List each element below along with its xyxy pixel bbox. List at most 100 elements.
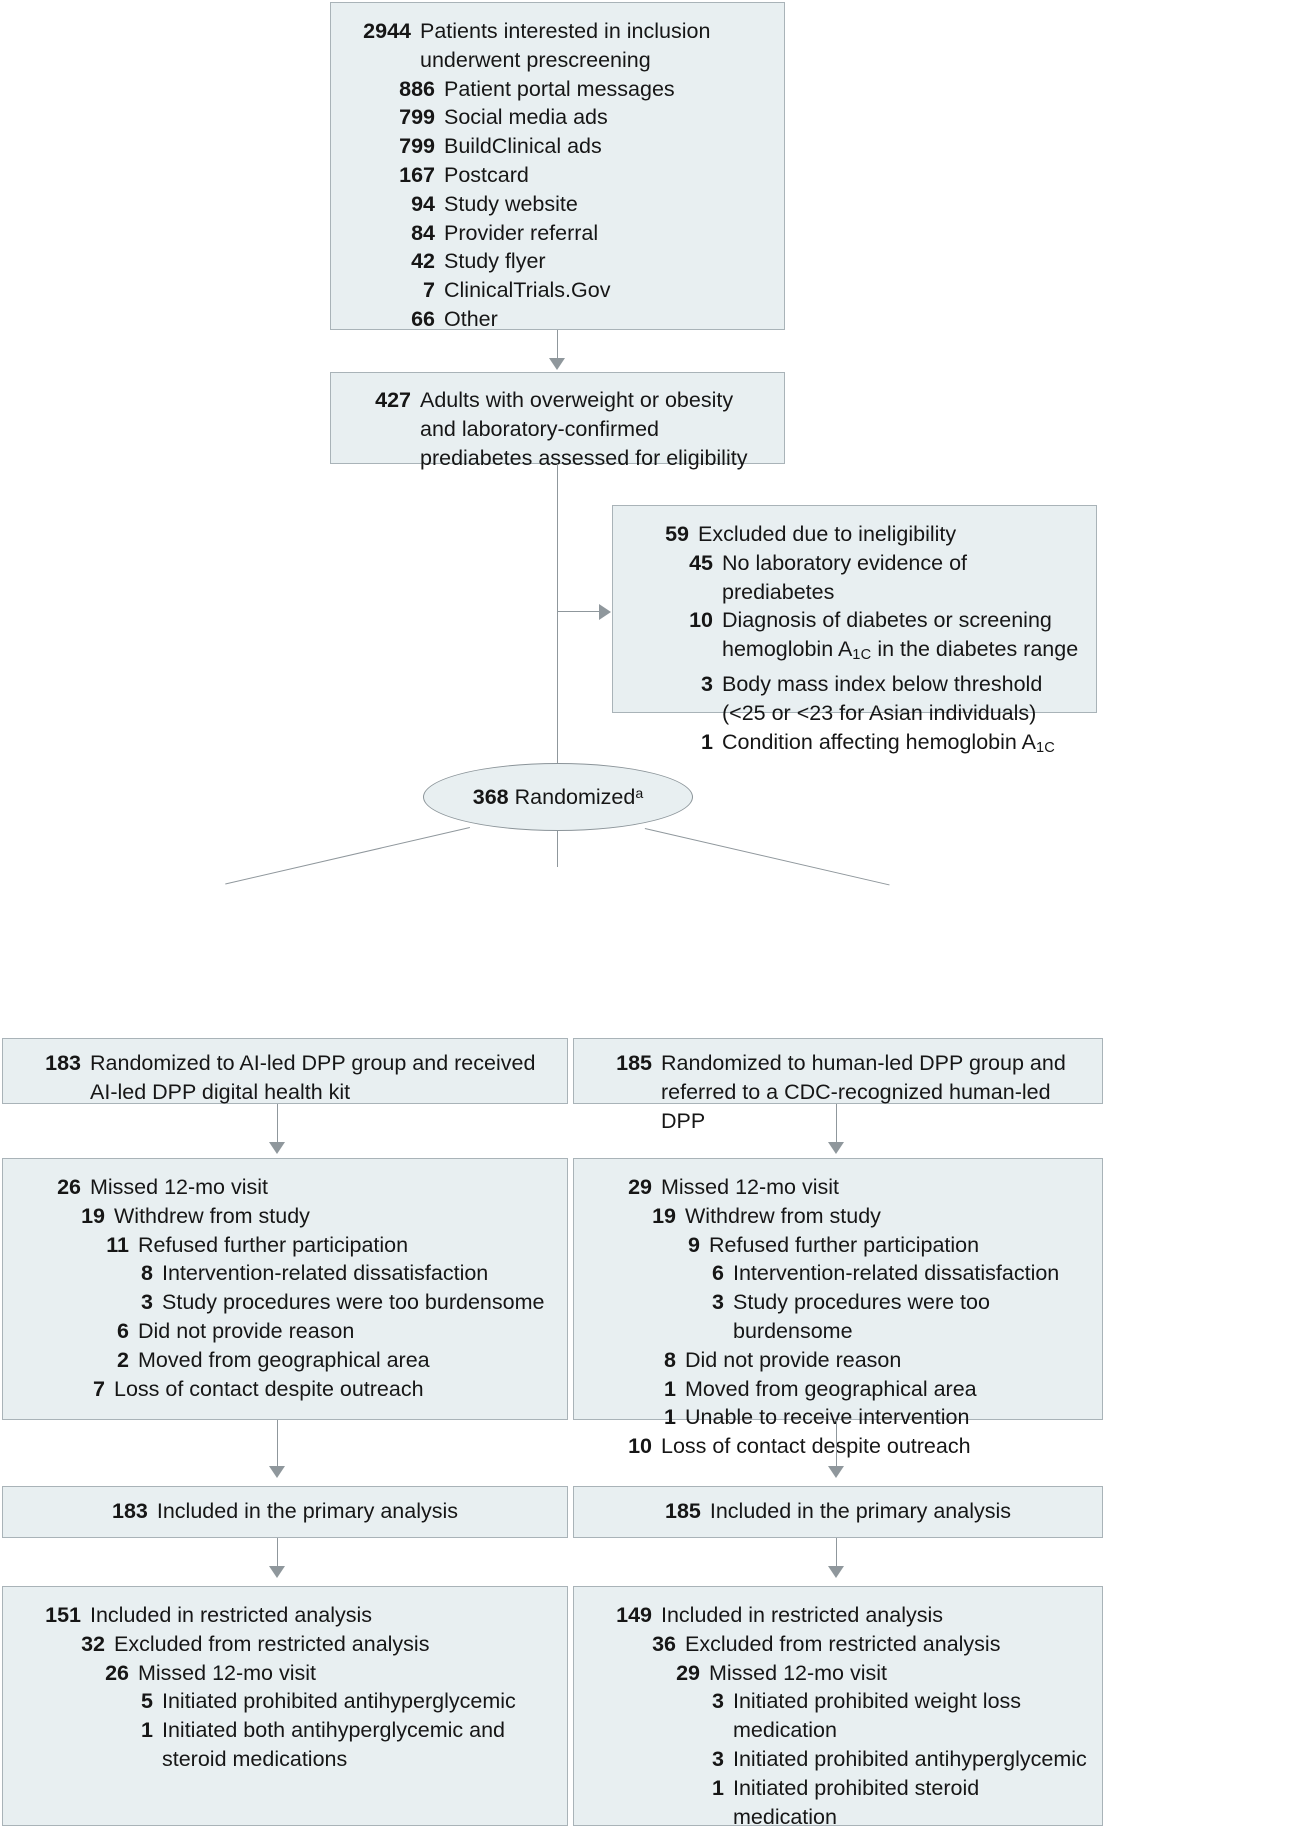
- restricted-count: 151: [45, 1603, 81, 1627]
- list-item: 6 Intervention-related dissatisfaction: [588, 1259, 1088, 1288]
- restricted-analysis-box-human-led: 149 Included in restricted analysis 36 E…: [573, 1586, 1103, 1829]
- prescreening-header-row: 2944 Patients interested in inclusion un…: [347, 17, 768, 75]
- list-item: 3 Body mass index below threshold (<25 o…: [625, 670, 1084, 728]
- followup-count: 19: [81, 1203, 105, 1228]
- list-item: 6 Did not provide reason: [17, 1317, 553, 1346]
- source-label: BuildClinical ads: [444, 134, 602, 159]
- list-item: 1 Unable to receive intervention: [588, 1403, 1088, 1432]
- excluded-reason-label: No laboratory evidence of prediabetes: [722, 550, 968, 604]
- restricted-text-line2: steroid medications: [162, 1746, 348, 1771]
- list-item: 149 Included in restricted analysis: [588, 1601, 1088, 1630]
- restricted-label: Excluded from restricted analysis: [114, 1631, 430, 1656]
- arrow-down-icon: [828, 1142, 844, 1154]
- primary-analysis-count: 185: [664, 1499, 701, 1523]
- footnote-marker: a: [635, 785, 644, 802]
- source-count: 66: [411, 306, 435, 331]
- source-label: Study flyer: [444, 249, 546, 274]
- primary-analysis-label: Included in the primary analysis: [156, 1499, 459, 1523]
- followup-count: 1: [664, 1376, 676, 1401]
- list-item: 42 Study flyer: [347, 247, 768, 276]
- connector-followup-to-primary-left: [277, 1420, 278, 1472]
- prescreening-header-count: 2944: [363, 19, 411, 43]
- list-item: 2 Moved from geographical area: [17, 1346, 553, 1375]
- followup-label: Did not provide reason: [138, 1318, 355, 1343]
- restricted-analysis-box-ai-led: 151 Included in restricted analysis 32 E…: [2, 1586, 568, 1826]
- primary-analysis-box-human-led: 185 Included in the primary analysis: [573, 1486, 1103, 1538]
- source-count: 42: [411, 249, 435, 274]
- list-item: 799 Social media ads: [347, 103, 768, 132]
- followup-label: Unable to receive intervention: [685, 1405, 970, 1430]
- followup-count: 1: [664, 1405, 676, 1430]
- randomized-text: 368 Randomizeda: [473, 785, 643, 810]
- source-count: 886: [399, 76, 435, 101]
- connector-primary-to-restricted-right: [836, 1538, 837, 1570]
- restricted-label: Initiated prohibited steroid medication: [733, 1775, 980, 1829]
- restricted-count: 26: [105, 1660, 129, 1685]
- restricted-count: 29: [676, 1660, 700, 1685]
- arrow-down-icon: [269, 1142, 285, 1154]
- restricted-count: 3: [712, 1689, 724, 1714]
- followup-label: Did not provide reason: [685, 1347, 902, 1372]
- followup-count: 9: [688, 1232, 700, 1257]
- followup-count: 11: [106, 1232, 129, 1257]
- list-item: 32 Excluded from restricted analysis: [17, 1630, 553, 1659]
- list-item: 8 Intervention-related dissatisfaction: [17, 1259, 553, 1288]
- excluded-reason-count: 3: [701, 672, 713, 697]
- connector-prescreening-to-eligibility: [557, 330, 558, 362]
- list-item: 26 Missed 12-mo visit: [17, 1173, 553, 1202]
- allocation-box-ai-led: 183 Randomized to AI-led DPP group and r…: [2, 1038, 568, 1104]
- eligibility-row: 427 Adults with overweight or obesity an…: [347, 386, 768, 472]
- primary-analysis-count: 183: [111, 1499, 148, 1523]
- restricted-count: 1: [141, 1718, 153, 1743]
- followup-label: Study procedures were too burdensome: [162, 1290, 545, 1315]
- arrow-down-icon: [828, 1466, 844, 1478]
- followup-box-ai-led: 26 Missed 12-mo visit 19 Withdrew from s…: [2, 1158, 568, 1420]
- arrow-right-icon: [599, 604, 611, 620]
- connector-alloc-to-followup-right: [836, 1104, 837, 1148]
- list-item: 26 Missed 12-mo visit: [17, 1659, 553, 1688]
- list-item: 886 Patient portal messages: [347, 75, 768, 104]
- followup-count: 26: [57, 1175, 81, 1199]
- followup-label: Missed 12-mo visit: [661, 1175, 840, 1199]
- connector-eligibility-down: [557, 464, 558, 612]
- primary-analysis-row: 183 Included in the primary analysis: [17, 1497, 553, 1526]
- restricted-count: 149: [616, 1603, 652, 1627]
- restricted-label: Initiated prohibited weight loss medicat…: [733, 1689, 1022, 1743]
- list-item: 94 Study website: [347, 190, 768, 219]
- arrow-down-icon: [828, 1566, 844, 1578]
- followup-label: Missed 12-mo visit: [90, 1175, 269, 1199]
- list-item: 799 BuildClinical ads: [347, 132, 768, 161]
- list-item: 3 Study procedures were too burdensome: [17, 1288, 553, 1317]
- restricted-label: Initiated prohibited antihyperglycemic: [733, 1746, 1087, 1771]
- restricted-label: Initiated prohibited antihyperglycemic: [162, 1689, 516, 1714]
- connector-branch-left: [225, 827, 470, 885]
- connector-eligibility-to-excluded: [557, 611, 603, 612]
- source-label: Social media ads: [444, 105, 608, 130]
- list-item: 1 Moved from geographical area: [588, 1375, 1088, 1404]
- restricted-count: 36: [652, 1631, 676, 1656]
- followup-count: 3: [141, 1290, 153, 1315]
- source-label: ClinicalTrials.Gov: [444, 278, 611, 303]
- source-count: 84: [411, 220, 435, 245]
- followup-label: Moved from geographical area: [685, 1376, 977, 1401]
- list-item: 151 Included in restricted analysis: [17, 1601, 553, 1630]
- list-item: 11 Refused further participation: [17, 1231, 553, 1260]
- excluded-reason-count: 10: [689, 608, 713, 633]
- connector-primary-to-restricted-left: [277, 1538, 278, 1570]
- followup-count: 19: [652, 1203, 676, 1228]
- source-count: 7: [423, 278, 435, 303]
- restricted-count: 1: [712, 1775, 724, 1800]
- excluded-box: 59 Excluded due to ineligibility 45 No l…: [612, 505, 1097, 756]
- allocation-count: 185: [616, 1051, 652, 1075]
- arrow-down-icon: [269, 1566, 285, 1578]
- followup-count: 6: [117, 1318, 129, 1343]
- primary-analysis-row: 185 Included in the primary analysis: [588, 1497, 1088, 1526]
- list-item: 9 Refused further participation: [588, 1231, 1088, 1260]
- allocation-row: 183 Randomized to AI-led DPP group and r…: [17, 1049, 553, 1107]
- arrow-down-icon: [549, 358, 565, 370]
- excluded-reason-label: Condition affecting hemoglobin A1C: [722, 728, 1084, 763]
- restricted-text: Initiated both antihyperglycemic and: [162, 1718, 506, 1743]
- followup-count: 29: [628, 1175, 652, 1199]
- reason-text-post: in the diabetes range: [871, 637, 1079, 662]
